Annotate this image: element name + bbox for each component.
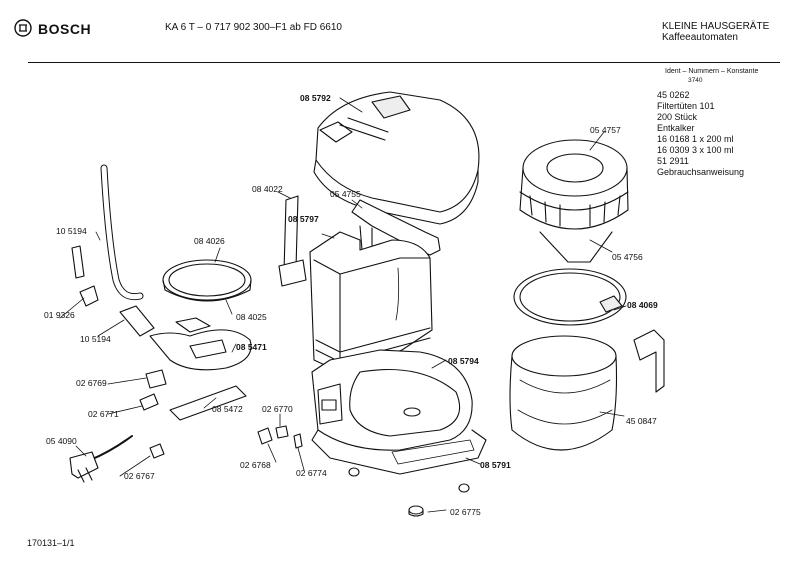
- part-label-glass-jug: 45 0847: [626, 416, 657, 426]
- hose-drawing: [71, 164, 155, 337]
- accessory-item: 51 2911: [657, 156, 689, 166]
- part-label-hose-upper: 10 5194: [56, 226, 87, 236]
- ident-label: Ident – Nummern – Konstante: [665, 68, 759, 75]
- document-id: 170131–1/1: [27, 538, 75, 548]
- accessory-item: 16 0309 3 x 100 ml: [657, 145, 734, 155]
- brand-name: BOSCH: [38, 21, 92, 37]
- accessory-item: 45 0262: [657, 90, 690, 100]
- part-label-thermostat: 02 6769: [76, 378, 107, 388]
- part-label-power-cord: 05 4090: [46, 436, 77, 446]
- part-label-seal-ring: 08 4025: [236, 312, 267, 322]
- part-label-indicator-lamp: 02 6774: [296, 468, 327, 478]
- part-label-foot: 02 6775: [450, 507, 481, 517]
- product-category: KLEINE HAUSGERÄTE Kaffeeautomaten: [662, 21, 769, 43]
- part-label-jug-lid: 08 4069: [627, 300, 658, 310]
- accessory-item: Entkalker: [657, 123, 695, 133]
- accessory-item: Filtertüten 101: [657, 101, 715, 111]
- part-label-heating-element: 08 5471: [236, 342, 267, 352]
- part-label-hose-clamp: 01 9326: [44, 310, 75, 320]
- glass-jug-drawing: [509, 329, 665, 451]
- accessory-item: Gebrauchsanweisung: [657, 167, 745, 177]
- bracket-drawing: [139, 369, 247, 421]
- accessory-item: 200 Stück: [657, 112, 698, 122]
- category-line-2: Kaffeeautomaten: [662, 32, 738, 43]
- accessory-list: 45 0262 Filtertüten 101 200 Stück Entkal…: [657, 90, 744, 178]
- part-label-switch-cover: 02 6768: [240, 460, 271, 470]
- part-label-heater-strip: 08 4022: [252, 184, 283, 194]
- ident-number: 3740: [688, 77, 703, 84]
- accessory-item: 16 0168 1 x 200 ml: [657, 134, 734, 144]
- small-parts-drawing: [149, 425, 303, 459]
- part-label-switch: 02 6770: [262, 404, 293, 414]
- part-label-fuse: 02 6771: [88, 409, 119, 419]
- part-label-swivel-arm: 05 4755: [330, 189, 361, 199]
- lid-drawing: [313, 91, 480, 225]
- bosch-logo-icon: [14, 19, 32, 37]
- filter-carrier-drawing: [162, 259, 252, 302]
- part-label-hose-lower: 10 5194: [80, 334, 111, 344]
- water-tank-drawing: [309, 231, 433, 373]
- housing-base-drawing: [311, 349, 487, 475]
- part-label-cord-clamp: 02 6767: [124, 471, 155, 481]
- part-label-bracket: 08 5472: [212, 404, 243, 414]
- part-label-filter-carrier: 08 4026: [194, 236, 225, 246]
- heating-element-drawing: [149, 317, 252, 371]
- header-rule: [28, 62, 780, 63]
- part-label-filter-holder: 05 4757: [590, 125, 621, 135]
- filter-holder-drawing: [519, 139, 629, 263]
- heater-strip-drawing: [278, 195, 307, 287]
- part-label-filter-valve: 05 4756: [612, 252, 643, 262]
- part-label-water-tank: 08 5797: [288, 214, 319, 224]
- jug-lid-drawing: [513, 268, 627, 326]
- category-line-1: KLEINE HAUSGERÄTE: [662, 21, 770, 32]
- leader-lines: [59, 97, 627, 513]
- model-designation: KA 6 T – 0 717 902 300–F1 ab FD 6610: [165, 22, 342, 33]
- part-label-lid: 08 5792: [300, 93, 331, 103]
- part-label-housing: 08 5794: [448, 356, 479, 366]
- part-label-base-plate: 08 5791: [480, 460, 511, 470]
- feet-drawing: [348, 467, 470, 517]
- power-cord-drawing: [69, 435, 133, 483]
